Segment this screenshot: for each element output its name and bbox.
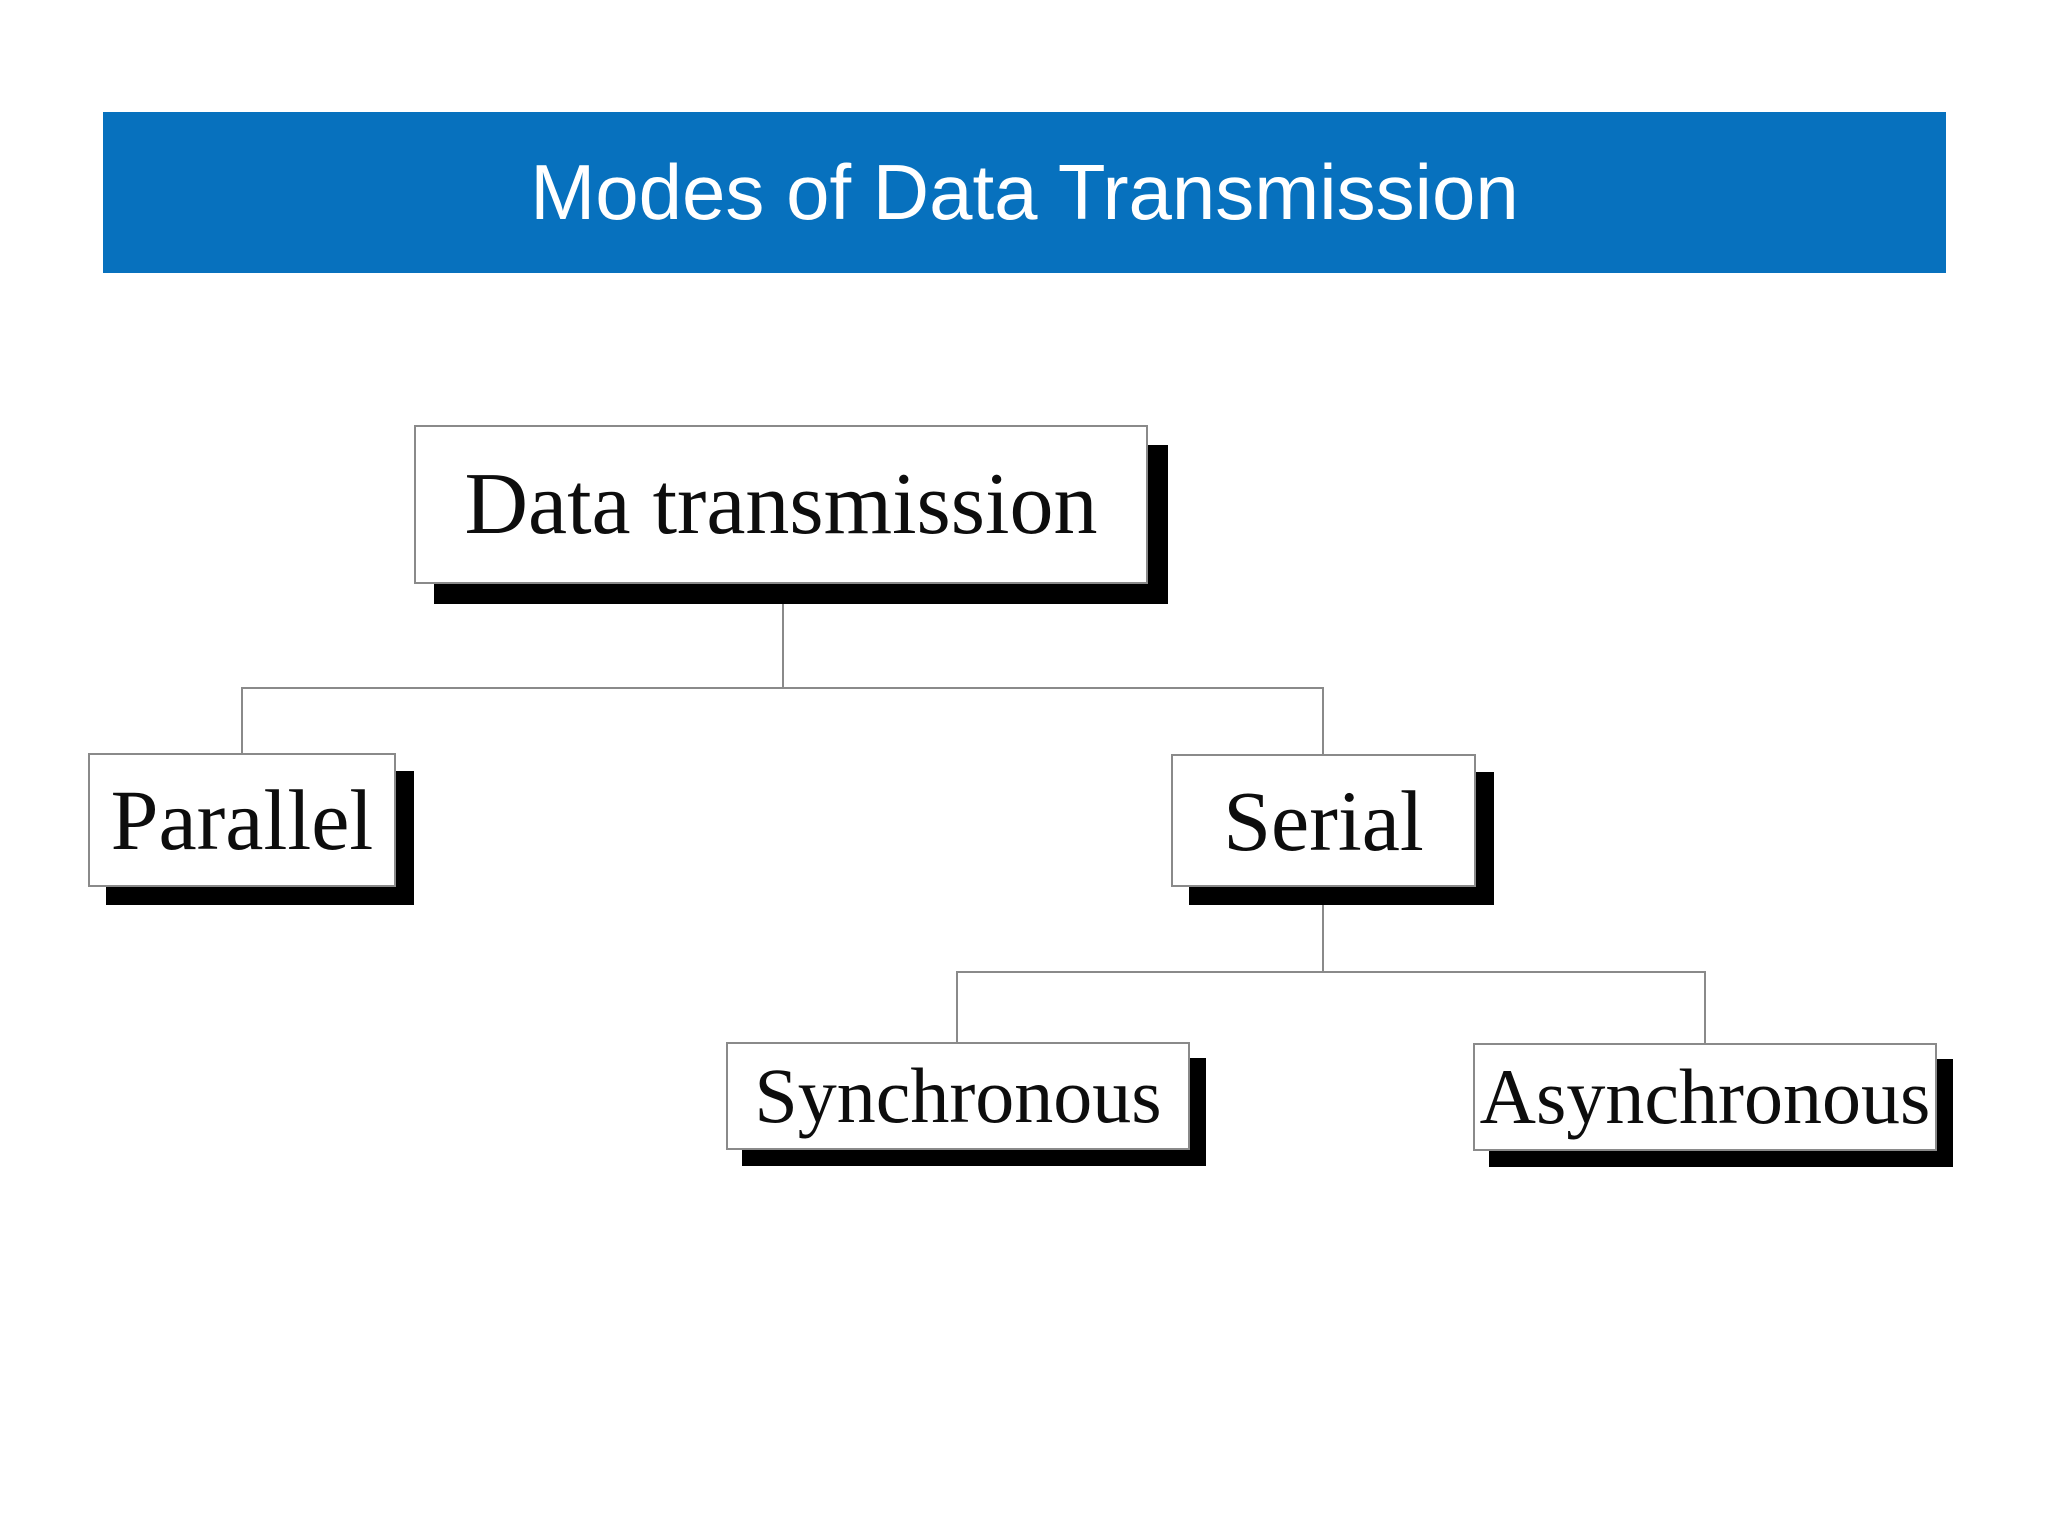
connector-serial-stem (1322, 887, 1324, 973)
node-asynchronous-label: Asynchronous (1479, 1053, 1931, 1140)
node-parallel: Parallel (88, 753, 396, 887)
node-serial: Serial (1171, 754, 1476, 887)
connector-to-synchronous (956, 971, 958, 1044)
connector-to-serial (1322, 687, 1324, 756)
slide-title: Modes of Data Transmission (530, 148, 1519, 236)
node-data-transmission: Data transmission (414, 425, 1148, 584)
connector-level2-horizontal (956, 971, 1706, 973)
node-asynchronous: Asynchronous (1473, 1043, 1937, 1151)
node-data-transmission-label: Data transmission (464, 456, 1098, 553)
connector-to-parallel (241, 687, 243, 755)
connector-to-asynchronous (1704, 971, 1706, 1045)
node-serial-label: Serial (1223, 772, 1424, 869)
connector-level1-horizontal (241, 687, 1324, 689)
node-synchronous: Synchronous (726, 1042, 1190, 1150)
connector-root-stem (782, 584, 784, 689)
node-parallel-label: Parallel (110, 772, 374, 868)
title-bar: Modes of Data Transmission (103, 112, 1946, 273)
node-synchronous-label: Synchronous (754, 1052, 1162, 1139)
